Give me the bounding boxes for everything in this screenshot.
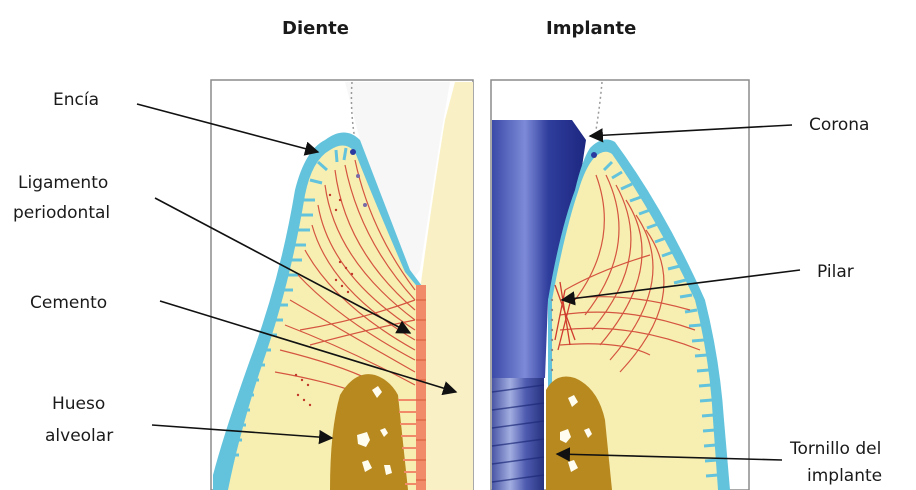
junction-dot (350, 149, 356, 155)
tooth-panel (211, 80, 473, 490)
junction-dot-3 (363, 203, 367, 207)
junction-dot-2 (356, 174, 360, 178)
implant-junction-dot (591, 152, 597, 158)
implant-screw (492, 378, 544, 490)
implant-panel (491, 80, 749, 490)
cementum-strip (416, 285, 426, 490)
